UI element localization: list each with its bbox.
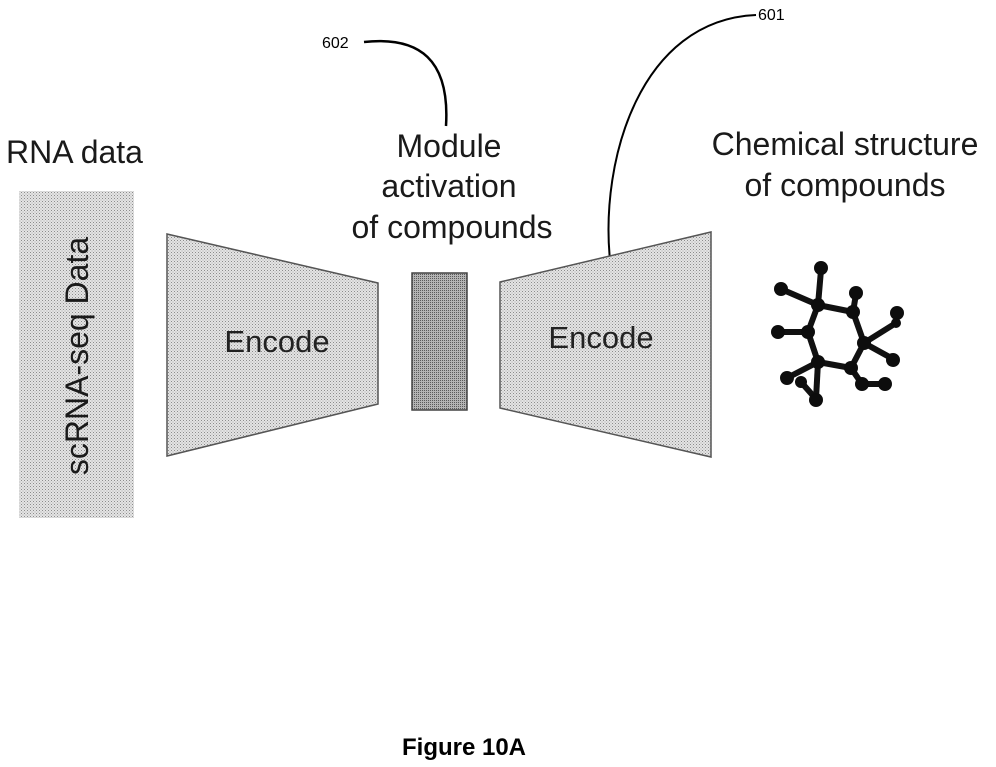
module-activation-heading-line2: activation (381, 168, 516, 204)
leader-line-602 (363, 39, 448, 127)
reference-numeral-601: 601 (758, 7, 785, 24)
module-activation-heading-line1: Module (397, 128, 502, 164)
chemical-structure-heading-line1: Chemical structure (712, 126, 979, 162)
left-encoder: Encode (166, 233, 379, 457)
scrna-seq-data-block: scRNA-seq Data (19, 191, 134, 518)
reference-numeral-602: 602 (322, 35, 349, 52)
rna-data-heading: RNA data (6, 134, 143, 170)
right-encoder-label: Encode (548, 320, 653, 355)
scrna-seq-data-label: scRNA-seq Data (59, 237, 95, 476)
right-encoder: Encode (499, 231, 712, 458)
figure-caption: Figure 10A (402, 734, 526, 761)
left-encoder-label: Encode (224, 324, 329, 359)
molecule-icon (771, 261, 904, 407)
chemical-structure-heading-line2: of compounds (744, 167, 945, 203)
module-activation-heading-line3: of compounds (351, 209, 552, 245)
leader-line-601 (607, 14, 757, 261)
module-activation-latent-bar (411, 272, 468, 411)
